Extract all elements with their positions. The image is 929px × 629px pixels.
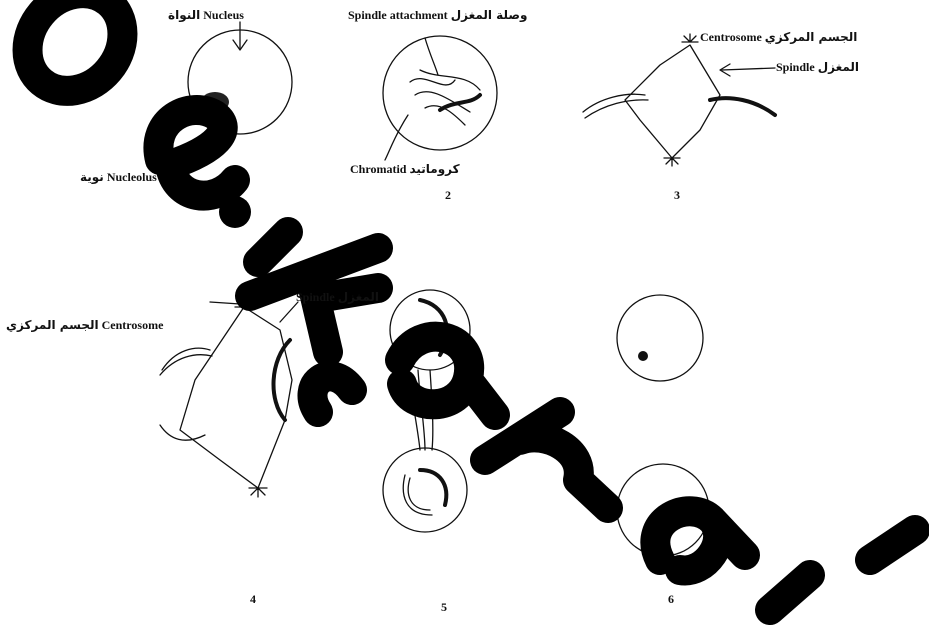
- watermark-letter-e: [143, 95, 250, 211]
- centrosome-label-4-ar: الجسم المركزي: [6, 318, 99, 332]
- spindle-outline-3: [624, 44, 721, 159]
- centrosome-bottom-4: [248, 487, 268, 498]
- centrosome-label-4: الجسم المركزي Centrosome: [6, 318, 163, 333]
- chromosome-right-3: [708, 96, 777, 117]
- stage-4-number: 4: [250, 592, 256, 606]
- stage-6-number: 6: [668, 592, 674, 606]
- nucleolus-label: نوية Nucleolus: [80, 170, 157, 185]
- watermark-letter-i-dot: [219, 196, 251, 228]
- stage-3-number: 3: [674, 188, 680, 202]
- watermark-letter-c: [297, 361, 367, 427]
- daughter-cell-top-6: [616, 294, 704, 382]
- stage-5-number: 5: [441, 600, 447, 614]
- stage-2-number: 2: [445, 188, 451, 202]
- chromosome-left-3: [582, 93, 649, 119]
- spindle-arrowhead-3: [719, 63, 731, 77]
- nucleus-label: النواة Nucleus: [168, 8, 244, 23]
- chromosome-bottom-5: [418, 468, 449, 507]
- watermark-letter-tail: [755, 515, 929, 625]
- spindle-label-4-ar: المغزل: [337, 290, 380, 304]
- stage-2-membrane: [382, 35, 498, 151]
- spindle-label-3: Spindle المغزل: [776, 60, 859, 75]
- nucleus-label-ar: النواة: [168, 8, 201, 22]
- nucleus-label-en: Nucleus: [203, 8, 244, 22]
- chromosome-bottom-light-5: [402, 474, 433, 516]
- chromatid-label-en: Chromatid: [350, 162, 407, 176]
- stage-3-cell: [582, 33, 777, 167]
- watermark-letter-o: [12, 0, 138, 106]
- chromatid-label: Chromatid كروماتيد: [350, 162, 460, 177]
- centrosome-label-3-en: Centrosome: [700, 30, 762, 44]
- centrosome-label-3: Centrosome الجسم المركزي: [700, 30, 857, 45]
- chromatids: [409, 69, 481, 126]
- stage-2-cell: [382, 35, 498, 161]
- nucleolus-label-ar: نوية: [80, 170, 104, 184]
- spindle-label-3-ar: المغزل: [817, 60, 860, 74]
- watermark-letter-a2: [640, 496, 760, 586]
- spindle-arrow-4: [279, 301, 299, 323]
- spindle-label-4: Spindle المغزل: [296, 290, 379, 305]
- centrosome-label-4-en: Centrosome: [101, 318, 164, 332]
- chromatid-dark: [438, 93, 482, 112]
- spindle-label-3-en: Spindle: [776, 60, 815, 74]
- centrosome-bottom-3: [663, 157, 681, 167]
- chromosome-left-lower-4: [159, 424, 206, 441]
- centrosome-label-3-ar: الجسم المركزي: [764, 30, 858, 44]
- spindle-arrow-3: [721, 67, 776, 71]
- spindle-attachment-label-ar: وصلة المغزل: [450, 8, 528, 22]
- chromatid-pointer: [384, 114, 409, 161]
- spindle-attachment-label-en: Spindle attachment: [348, 8, 448, 22]
- watermark: [12, 0, 929, 625]
- watermark-letter-a: [385, 321, 510, 430]
- watermark-letter-i-stem: [243, 217, 303, 277]
- nucleus-arrowhead: [232, 39, 248, 51]
- nucleolus-6: [638, 351, 648, 361]
- chromatid-label-ar: كروماتيد: [409, 162, 460, 176]
- stage-4-cell: [159, 297, 299, 498]
- spindle-label-4-en: Spindle: [296, 290, 335, 304]
- chromosome-left-upper-4: [159, 347, 213, 376]
- spindle-attachment-pointer: [424, 37, 439, 76]
- daughter-bottom-5: [382, 447, 468, 533]
- centrosome-top-3: [681, 33, 699, 43]
- watermark-letter-n: [470, 397, 623, 523]
- centrosome-arrow-4: [209, 301, 241, 305]
- nucleolus-label-en: Nucleolus: [106, 170, 157, 184]
- watermark-letter-k: [235, 233, 393, 367]
- stage-5-cell: [382, 289, 471, 533]
- chromosome-right-4: [271, 338, 292, 422]
- spindle-attachment-label: Spindle attachment وصلة المغزل: [348, 8, 527, 23]
